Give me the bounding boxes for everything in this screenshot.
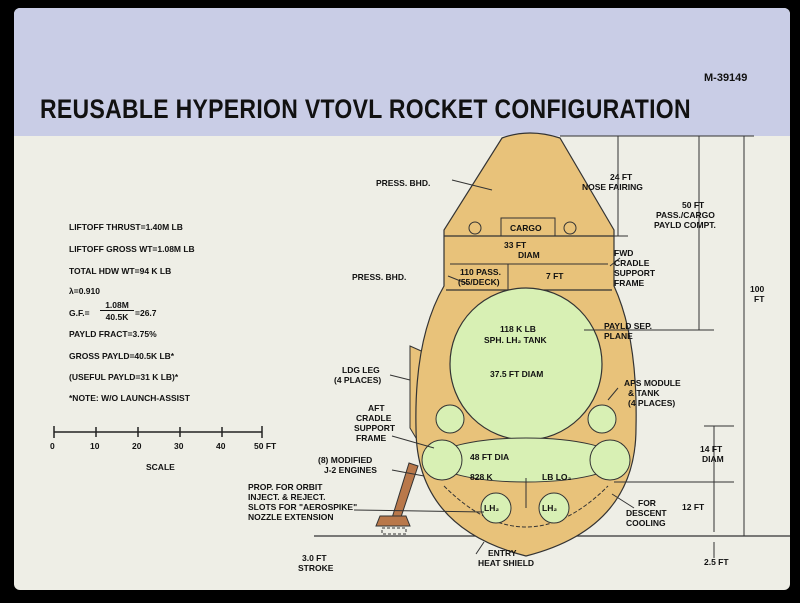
label-fwd-cradle-4: FRAME <box>614 278 645 288</box>
spec-total-hdw-wt: TOTAL HDW WT=94 K LB <box>69 266 172 276</box>
label-ldg-leg-1: LDG LEG <box>342 365 380 375</box>
lh2-small-tank-b <box>538 492 570 524</box>
scale-label: SCALE <box>146 462 175 472</box>
label-stroke-2: STROKE <box>298 563 334 573</box>
label-pass-cargo-1: 50 FT <box>682 200 705 210</box>
label-payld-sep-2: PLANE <box>604 331 633 341</box>
label-prop-4: NOZZLE EXTENSION <box>248 512 334 522</box>
label-aft-cradle-4: FRAME <box>356 433 387 443</box>
label-aft-cradle-3: SUPPORT <box>354 423 396 433</box>
label-press-bhd-top: PRESS. BHD. <box>376 178 431 188</box>
label-descent-3: COOLING <box>626 518 666 528</box>
label-heat-2: HEAT SHIELD <box>478 558 535 568</box>
label-pass-cargo-2: PASS./CARGO <box>656 210 715 220</box>
label-pass-deck: (55/DECK) <box>458 277 500 287</box>
label-stroke-1: 3.0 FT <box>302 553 327 563</box>
label-lh2-tank-weight: 118 K LB <box>500 324 536 334</box>
label-engines-2: J-2 ENGINES <box>324 465 377 475</box>
label-nose-fairing-2: NOSE FAIRING <box>582 182 643 192</box>
label-diam14-1: 14 FT <box>700 444 723 454</box>
spec-gross-payld: GROSS PAYLD=40.5K LB* <box>69 351 175 361</box>
slide: M-39149 REUSABLE HYPERION VTOVL ROCKET C… <box>14 8 790 590</box>
label-prop-2: INJECT. & REJECT. <box>248 492 326 502</box>
page-title: REUSABLE HYPERION VTOVL ROCKET CONFIGURA… <box>40 94 691 124</box>
cargo-hatch-right <box>563 221 577 235</box>
stroke-pad <box>381 527 407 535</box>
label-lh2-tank-name: SPH. LH₂ TANK <box>484 335 547 345</box>
spec-payld-fract: PAYLD FRACT=3.75% <box>69 329 157 339</box>
aps-tank-right <box>587 404 617 434</box>
label-pass-110: 110 PASS. <box>460 267 501 277</box>
landing-foot <box>375 515 411 527</box>
label-diam14-2: DIAM <box>702 454 724 464</box>
scale-tick-40: 40 <box>216 441 226 451</box>
label-ft12: 12 FT <box>682 502 705 512</box>
label-ldg-leg-2: (4 PLACES) <box>334 375 382 385</box>
label-prop-1: PROP. FOR ORBIT <box>248 482 323 492</box>
label-aft-cradle-1: AFT <box>368 403 385 413</box>
label-diam-33: 33 FT <box>504 240 527 250</box>
label-deck-7ft: 7 FT <box>546 271 564 281</box>
spec-liftoff-gross-wt: LIFTOFF GROSS WT=1.08M LB <box>69 244 195 254</box>
label-engines-1: (8) MODIFIED <box>318 455 373 465</box>
label-total-2: FT <box>754 294 765 304</box>
dimension-lines <box>353 135 754 558</box>
label-lh2-tank-diam: 37.5 FT DIAM <box>490 369 544 379</box>
landing-leg-strut <box>391 462 419 521</box>
label-descent-2: DESCENT <box>626 508 667 518</box>
title-band <box>14 8 790 136</box>
label-descent-1: FOR <box>638 498 656 508</box>
scale-tick-20: 20 <box>132 441 142 451</box>
label-lh2-small-a: LH₂ <box>484 503 500 513</box>
scale-bar <box>53 426 263 438</box>
label-aft-cradle-2: CRADLE <box>356 413 392 423</box>
cargo-hatch-left <box>468 221 482 235</box>
label-nose-fairing-1: 24 FT <box>610 172 633 182</box>
label-press-bhd-mid: PRESS. BHD. <box>352 272 407 282</box>
label-cargo: CARGO <box>510 223 542 233</box>
heat-shield-arc <box>443 485 609 528</box>
label-heat-1: ENTRY <box>488 548 517 558</box>
engine-right <box>589 439 631 481</box>
label-payld-sep-1: PAYLD SEP. <box>604 321 653 331</box>
label-total-1: 100 <box>750 284 765 294</box>
scale-tick-0: 0 <box>50 441 55 451</box>
spec-lambda: λ=0.910 <box>69 286 100 296</box>
label-lo2-name: LB LO₂ <box>542 472 572 482</box>
aps-tank-left <box>435 404 465 434</box>
spec-gf-numerator: 1.08M <box>100 300 134 311</box>
scale-tick-50: 50 FT <box>254 441 277 451</box>
spec-gf-prefix: G.F.= <box>69 308 90 318</box>
spec-useful-payld: (USEFUL PAYLD=31 K LB)* <box>69 372 179 382</box>
document-id: M-39149 <box>704 72 748 84</box>
label-pass-cargo-3: PAYLD COMPT. <box>654 220 716 230</box>
label-fwd-cradle-1: FWD <box>614 248 634 258</box>
label-aps-1: APS MODULE <box>624 378 681 388</box>
engine-left <box>421 439 463 481</box>
label-prop-3: SLOTS FOR "AEROSPIKE" <box>248 502 358 512</box>
spec-gf-denominator: 40.5K <box>105 312 129 322</box>
label-lh2-small-b: LH₂ <box>542 503 558 513</box>
label-ft25: 2.5 FT <box>704 557 729 567</box>
label-lo2-weight: 828 K <box>470 472 493 482</box>
lh2-tank-sphere <box>449 287 603 441</box>
lh2-small-tank-a <box>480 492 512 524</box>
rocket-drawing <box>53 132 790 558</box>
label-diam-33-sub: DIAM <box>518 250 540 260</box>
label-fwd-cradle-3: SUPPORT <box>614 268 656 278</box>
label-lo2-dia: 48 FT DIA <box>470 452 510 462</box>
label-aps-3: (4 PLACES) <box>628 398 676 408</box>
label-fwd-cradle-2: CRADLE <box>614 258 650 268</box>
spec-liftoff-thrust: LIFTOFF THRUST=1.40M LB <box>69 222 183 232</box>
label-aps-2: & TANK <box>628 388 660 398</box>
spec-gf-result: =26.7 <box>135 308 157 318</box>
spec-note: *NOTE: W/O LAUNCH-ASSIST <box>69 393 190 403</box>
scale-tick-30: 30 <box>174 441 184 451</box>
scale-tick-10: 10 <box>90 441 100 451</box>
